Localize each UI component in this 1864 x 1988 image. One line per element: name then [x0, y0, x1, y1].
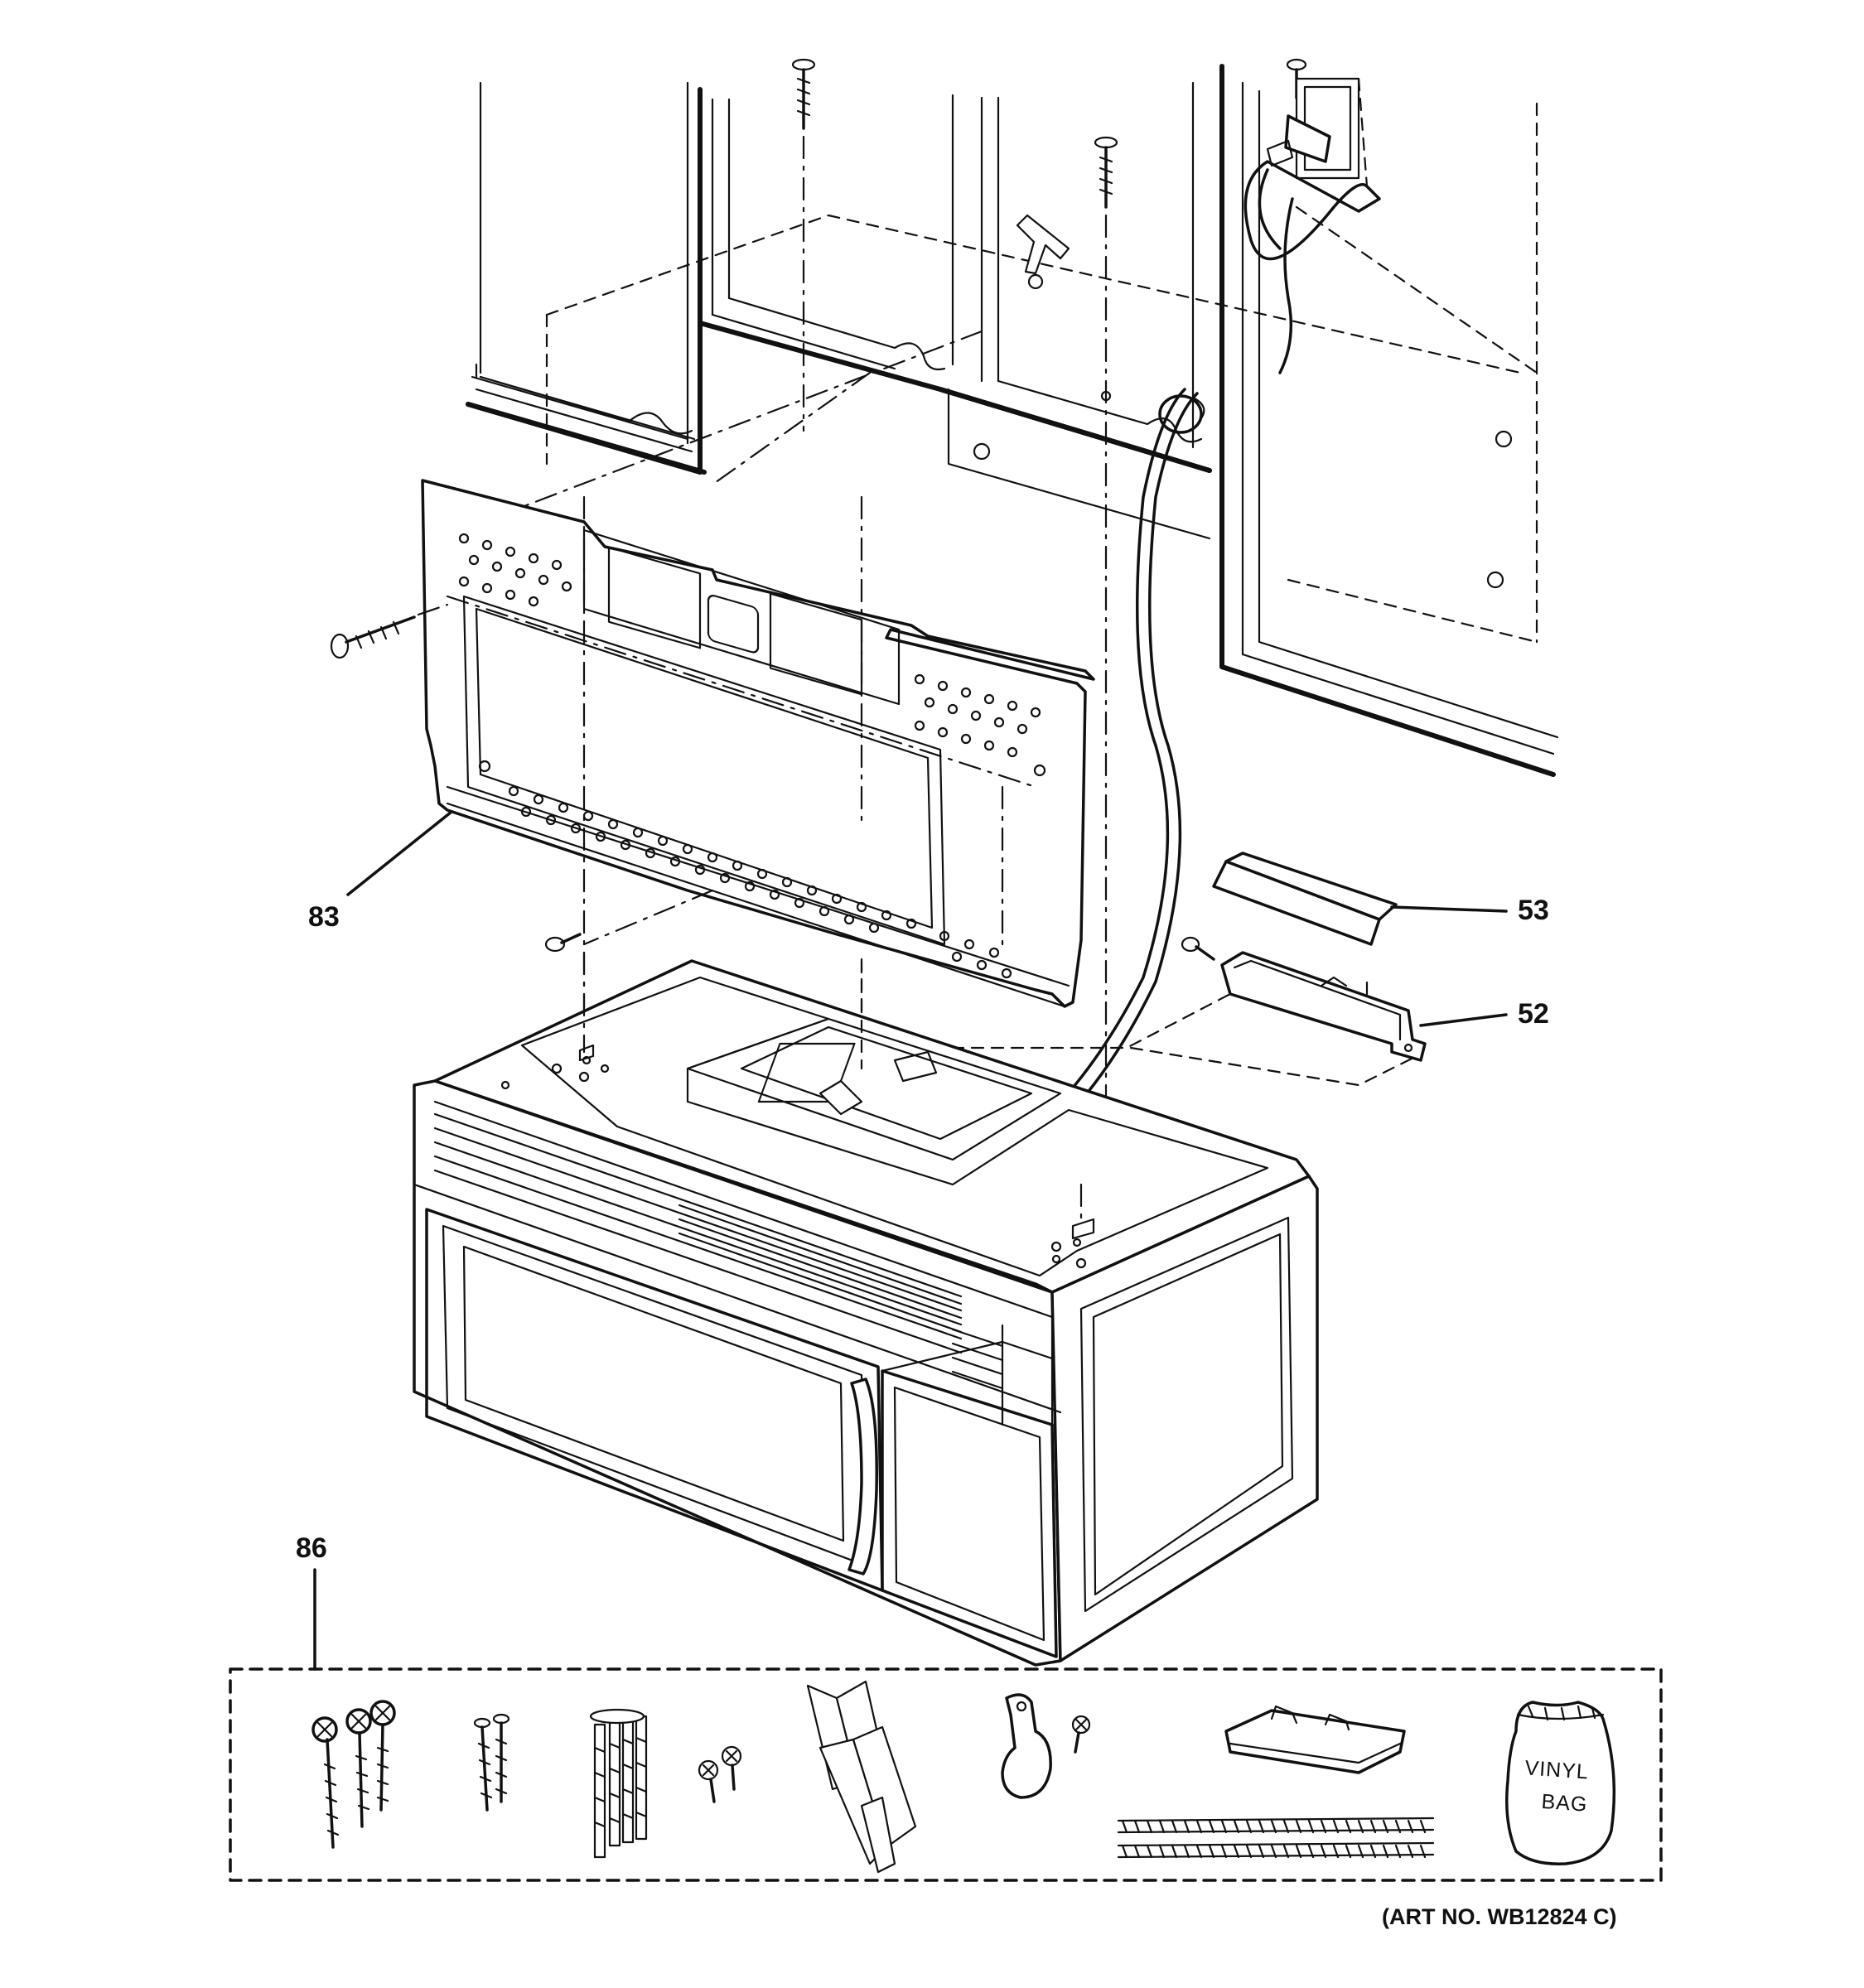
- kit-cord-clamp: [1001, 1693, 1091, 1799]
- toggle-bolt: [1016, 214, 1070, 290]
- vent-grille: [433, 1112, 1004, 1390]
- ceiling-screw-left: [791, 58, 816, 432]
- art-number: (ART NO. WB12824 C): [1382, 1904, 1617, 1929]
- kit-long-screws: [311, 1700, 396, 1849]
- kit-wood-screws: [473, 1713, 510, 1812]
- ceiling-screw-right: [1094, 136, 1118, 1178]
- microwave-oven: [413, 959, 1319, 1667]
- kit-wall-anchors: [589, 1708, 648, 1859]
- mounting-plate: [421, 479, 1095, 1070]
- callout-83-label: 83: [308, 901, 340, 933]
- kit-small-screws: [698, 1745, 742, 1803]
- kit-toggle-wings: [806, 1680, 917, 1874]
- damper-screw: [1181, 936, 1215, 961]
- damper-housing: [1220, 951, 1427, 1062]
- damper-cover: [1212, 852, 1398, 946]
- wall-cabinets: [466, 64, 1559, 777]
- vinyl-bag-label-1: VINYL: [1524, 1756, 1590, 1783]
- power-outlet: [1295, 77, 1369, 188]
- callout-53: 53: [1390, 895, 1549, 926]
- callout-86-label: 86: [296, 1532, 327, 1564]
- plate-wall-screw: [330, 603, 449, 659]
- callout-52: 52: [1419, 998, 1549, 1030]
- power-plug: [1266, 114, 1331, 167]
- callout-86: 86: [296, 1532, 327, 1671]
- plate-holes: [458, 533, 1046, 979]
- hardware-kit-outline: [229, 1667, 1663, 1882]
- kit-damper-seal: [1224, 1705, 1406, 1774]
- callout-53-label: 53: [1518, 895, 1549, 926]
- callout-83: 83: [308, 810, 453, 933]
- kit-vinyl-bag: VINYL BAG: [1505, 1701, 1616, 1865]
- callout-52-label: 52: [1518, 998, 1549, 1030]
- plate-bottom-screw: [544, 933, 582, 953]
- kit-foam-strips: [1117, 1817, 1435, 1859]
- vinyl-bag-label-2: BAG: [1541, 1790, 1589, 1817]
